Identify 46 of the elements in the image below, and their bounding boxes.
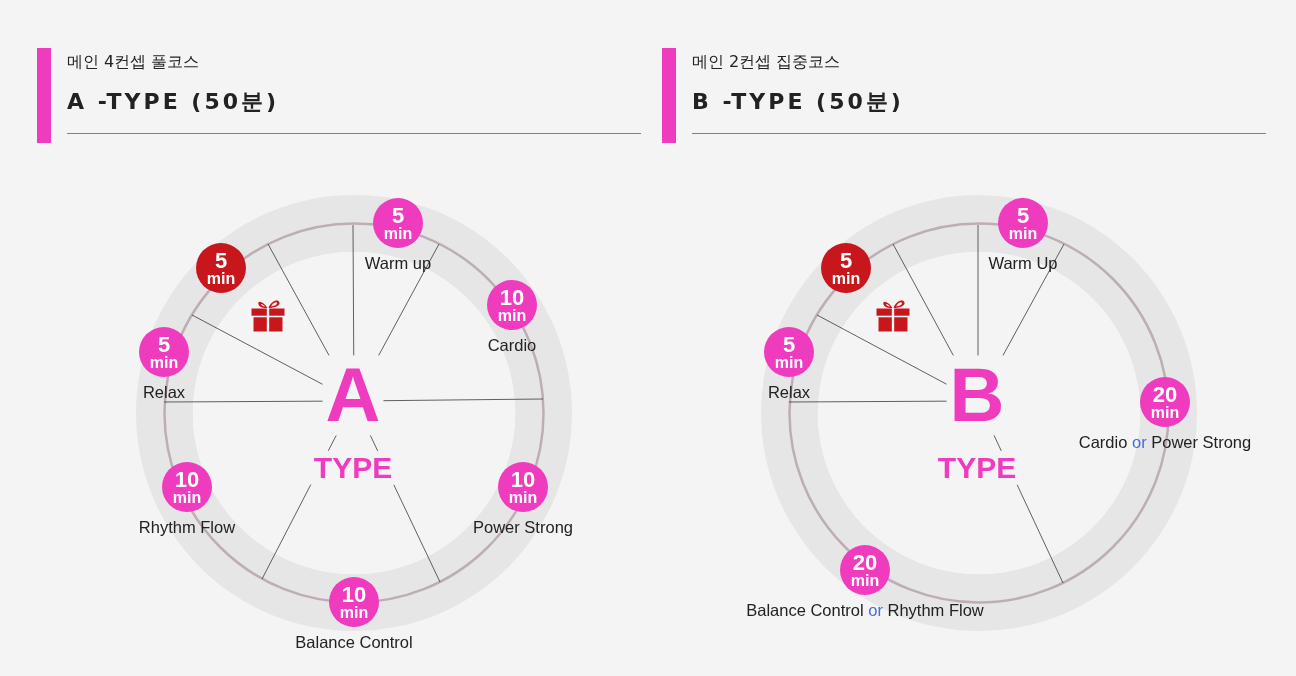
subtitle: 메인 2컨셉 집중코스 bbox=[692, 52, 841, 72]
minutes-value: 10 bbox=[174, 469, 200, 490]
step-label: Warm Up bbox=[988, 254, 1058, 272]
step-label: Balance Control or Rhythm Flow bbox=[746, 601, 984, 619]
step-label: Power Strong bbox=[473, 518, 573, 536]
type-letter: B bbox=[949, 357, 1005, 434]
minutes-value: 20 bbox=[852, 552, 878, 573]
minutes-unit: min bbox=[1008, 225, 1038, 241]
minutes-unit: min bbox=[206, 270, 236, 286]
time-badge bbox=[196, 243, 246, 293]
minutes-unit: min bbox=[497, 307, 527, 323]
minutes-value: 10 bbox=[499, 287, 525, 308]
step-label: Warm up bbox=[364, 254, 432, 272]
minutes-value: 5 bbox=[214, 250, 228, 271]
type-label: TYPE bbox=[937, 452, 1017, 483]
step-label: Rhythm Flow bbox=[138, 518, 236, 536]
minutes-value: 5 bbox=[391, 205, 405, 226]
type-label: TYPE bbox=[313, 452, 393, 483]
minutes-value: 5 bbox=[782, 334, 796, 355]
minutes-value: 20 bbox=[1152, 384, 1178, 405]
minutes-unit: min bbox=[850, 572, 880, 588]
subtitle: 메인 4컨셉 풀코스 bbox=[67, 52, 200, 72]
minutes-value: 5 bbox=[1016, 205, 1030, 226]
minutes-unit: min bbox=[1150, 404, 1180, 420]
time-badge bbox=[821, 243, 871, 293]
step-label: Cardio or Power Strong bbox=[1078, 433, 1252, 451]
minutes-value: 10 bbox=[510, 469, 536, 490]
step-label: Cardio bbox=[487, 336, 537, 354]
minutes-value: 5 bbox=[157, 334, 171, 355]
step-label: Relax bbox=[142, 383, 186, 401]
section-title: A -TYPE (50분) bbox=[67, 89, 280, 115]
minutes-unit: min bbox=[383, 225, 413, 241]
minutes-unit: min bbox=[172, 489, 202, 505]
minutes-unit: min bbox=[831, 270, 861, 286]
minutes-value: 10 bbox=[341, 584, 367, 605]
minutes-value: 5 bbox=[839, 250, 853, 271]
step-label: Balance Control bbox=[295, 633, 413, 651]
minutes-unit: min bbox=[774, 354, 804, 370]
section-header bbox=[37, 48, 642, 143]
step-label: Relax bbox=[767, 383, 811, 401]
section-header bbox=[662, 48, 1267, 143]
type-letter: A bbox=[325, 357, 381, 434]
minutes-unit: min bbox=[339, 604, 369, 620]
section-title: B -TYPE (50분) bbox=[692, 89, 904, 115]
minutes-unit: min bbox=[508, 489, 538, 505]
minutes-unit: min bbox=[149, 354, 179, 370]
